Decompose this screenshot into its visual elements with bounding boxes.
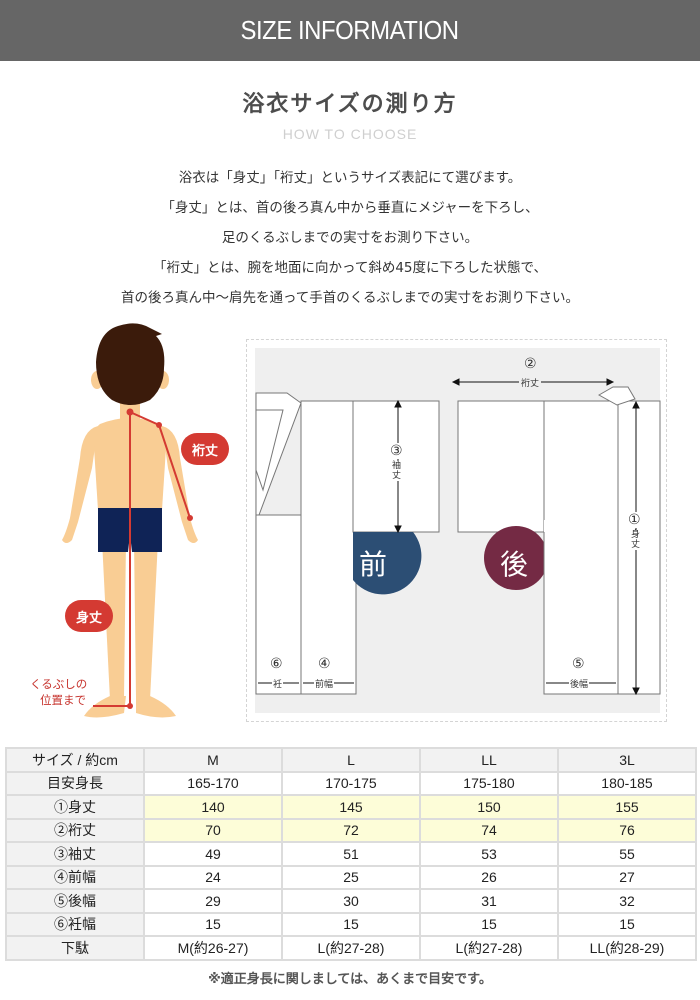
table-cell: 26 (419, 864, 559, 890)
table-header-cell: 3L (557, 747, 697, 773)
measure-3-num: ③ (390, 443, 403, 459)
measure-2-num: ② (524, 356, 537, 372)
table-cell: 15 (281, 911, 421, 937)
table-cell: LL(約28-29) (557, 935, 697, 961)
height-guideline-note: ※適正身長に関しましては、あくまで目安です。 (208, 972, 492, 987)
table-cell: M(約26-27) (143, 935, 283, 961)
table-cell: 25 (281, 864, 421, 890)
table-row: 下駄 M(約26-27) L(約27-28) L(約27-28) LL(約28-… (5, 935, 697, 961)
description-line: 足のくるぶしまでの実寸をお測り下さい。 (221, 230, 479, 246)
person-back-illustration (62, 323, 229, 718)
row-label: 下駄 (5, 935, 145, 961)
back-badge: 後 (500, 548, 529, 581)
table-cell: 150 (419, 794, 559, 820)
size-information-banner: SIZE INFORMATION (0, 0, 700, 61)
row-label: 目安身長 (5, 770, 145, 796)
front-badge: 前 (359, 548, 388, 581)
measure-1-label: 身丈 (631, 530, 641, 550)
table-cell: 15 (419, 911, 559, 937)
page-title: 浴衣サイズの測り方 (242, 92, 458, 117)
row-label: ⑤後幅 (5, 888, 145, 914)
table-cell: 30 (281, 888, 421, 914)
description-line: 「裄丈」とは、腕を地面に向かって斜め45度に下ろした状態で、 (153, 260, 547, 276)
description-line: 首の後ろ真ん中〜肩先を通って手首のくるぶしまでの実寸をお測り下さい。 (120, 290, 580, 306)
page-subtitle: HOW TO CHOOSE (282, 126, 418, 142)
row-label: ②裄丈 (5, 817, 145, 843)
table-cell: 74 (419, 817, 559, 843)
table-cell: 145 (281, 794, 421, 820)
measurement-description: 浴衣は「身丈」「裄丈」というサイズ表記にて選びます。 「身丈」とは、首の後ろ真ん… (0, 163, 700, 313)
table-cell: 53 (419, 841, 559, 867)
mitake-badge-label: 身丈 (75, 611, 102, 626)
row-label: ⑥衽幅 (5, 911, 145, 937)
table-cell: 155 (557, 794, 697, 820)
table-row: 目安身長 165-170 170-175 175-180 180-185 (5, 770, 697, 796)
table-row: ②裄丈 70 72 74 76 (5, 817, 697, 843)
table-header-cell: LL (419, 747, 559, 773)
row-label: ③袖丈 (5, 841, 145, 867)
table-cell: 165-170 (143, 770, 283, 796)
table-row: ③袖丈 49 51 53 55 (5, 841, 697, 867)
measure-6-label: 衽 (272, 677, 284, 690)
description-line: 「身丈」とは、首の後ろ真ん中から垂直にメジャーを下ろし、 (161, 200, 539, 216)
description-line: 浴衣は「身丈」「裄丈」というサイズ表記にて選びます。 (178, 170, 522, 186)
table-cell: 24 (143, 864, 283, 890)
measure-5-num: ⑤ (572, 656, 585, 672)
table-cell: 29 (143, 888, 283, 914)
table-row: ⑥衽幅 15 15 15 15 (5, 911, 697, 937)
table-cell: 170-175 (281, 770, 421, 796)
table-cell: 140 (143, 794, 283, 820)
kimono-measurement-diagram: 前 後 ③ 袖丈 ② 裄丈 ① 身丈 ⑥ 衽 ④ 前幅 ⑤ 後幅 (246, 339, 667, 722)
banner-title: SIZE INFORMATION (240, 15, 460, 45)
body-measurement-figure: 裄丈 身丈 くるぶしの 位置まで (0, 318, 240, 738)
row-label: ①身丈 (5, 794, 145, 820)
measure-2-label: 裄丈 (519, 376, 542, 389)
table-cell: 15 (557, 911, 697, 937)
table-row: ④前幅 24 25 26 27 (5, 864, 697, 890)
table-cell: 32 (557, 888, 697, 914)
table-cell: 27 (557, 864, 697, 890)
table-cell: 76 (557, 817, 697, 843)
table-row: ①身丈 140 145 150 155 (5, 794, 697, 820)
table-cell: L(約27-28) (419, 935, 559, 961)
table-cell: 49 (143, 841, 283, 867)
table-cell: 180-185 (557, 770, 697, 796)
yuki-badge-label: 裄丈 (191, 444, 218, 459)
ankle-label-line1: くるぶしの (30, 677, 88, 691)
row-label: ④前幅 (5, 864, 145, 890)
table-header-cell: M (143, 747, 283, 773)
measure-4-label: 前幅 (314, 677, 335, 690)
table-cell: L(約27-28) (281, 935, 421, 961)
kimono-outline (255, 378, 661, 696)
measure-3-label: 袖丈 (392, 461, 402, 481)
table-header-cell: サイズ / 約cm (5, 747, 145, 773)
table-header-cell: L (281, 747, 421, 773)
ankle-label-line2: 位置まで (40, 693, 86, 707)
table-cell: 72 (281, 817, 421, 843)
measure-6-num: ⑥ (270, 656, 283, 672)
measure-5-label: 後幅 (569, 677, 590, 690)
size-table: サイズ / 約cm M L LL 3L 目安身長 165-170 170-175… (5, 747, 697, 961)
table-cell: 70 (143, 817, 283, 843)
table-header-row: サイズ / 約cm M L LL 3L (5, 747, 697, 773)
table-row: ⑤後幅 29 30 31 32 (5, 888, 697, 914)
table-cell: 51 (281, 841, 421, 867)
table-cell: 15 (143, 911, 283, 937)
table-cell: 31 (419, 888, 559, 914)
measure-4-num: ④ (318, 656, 331, 672)
table-cell: 55 (557, 841, 697, 867)
measure-1-num: ① (628, 512, 641, 528)
table-cell: 175-180 (419, 770, 559, 796)
